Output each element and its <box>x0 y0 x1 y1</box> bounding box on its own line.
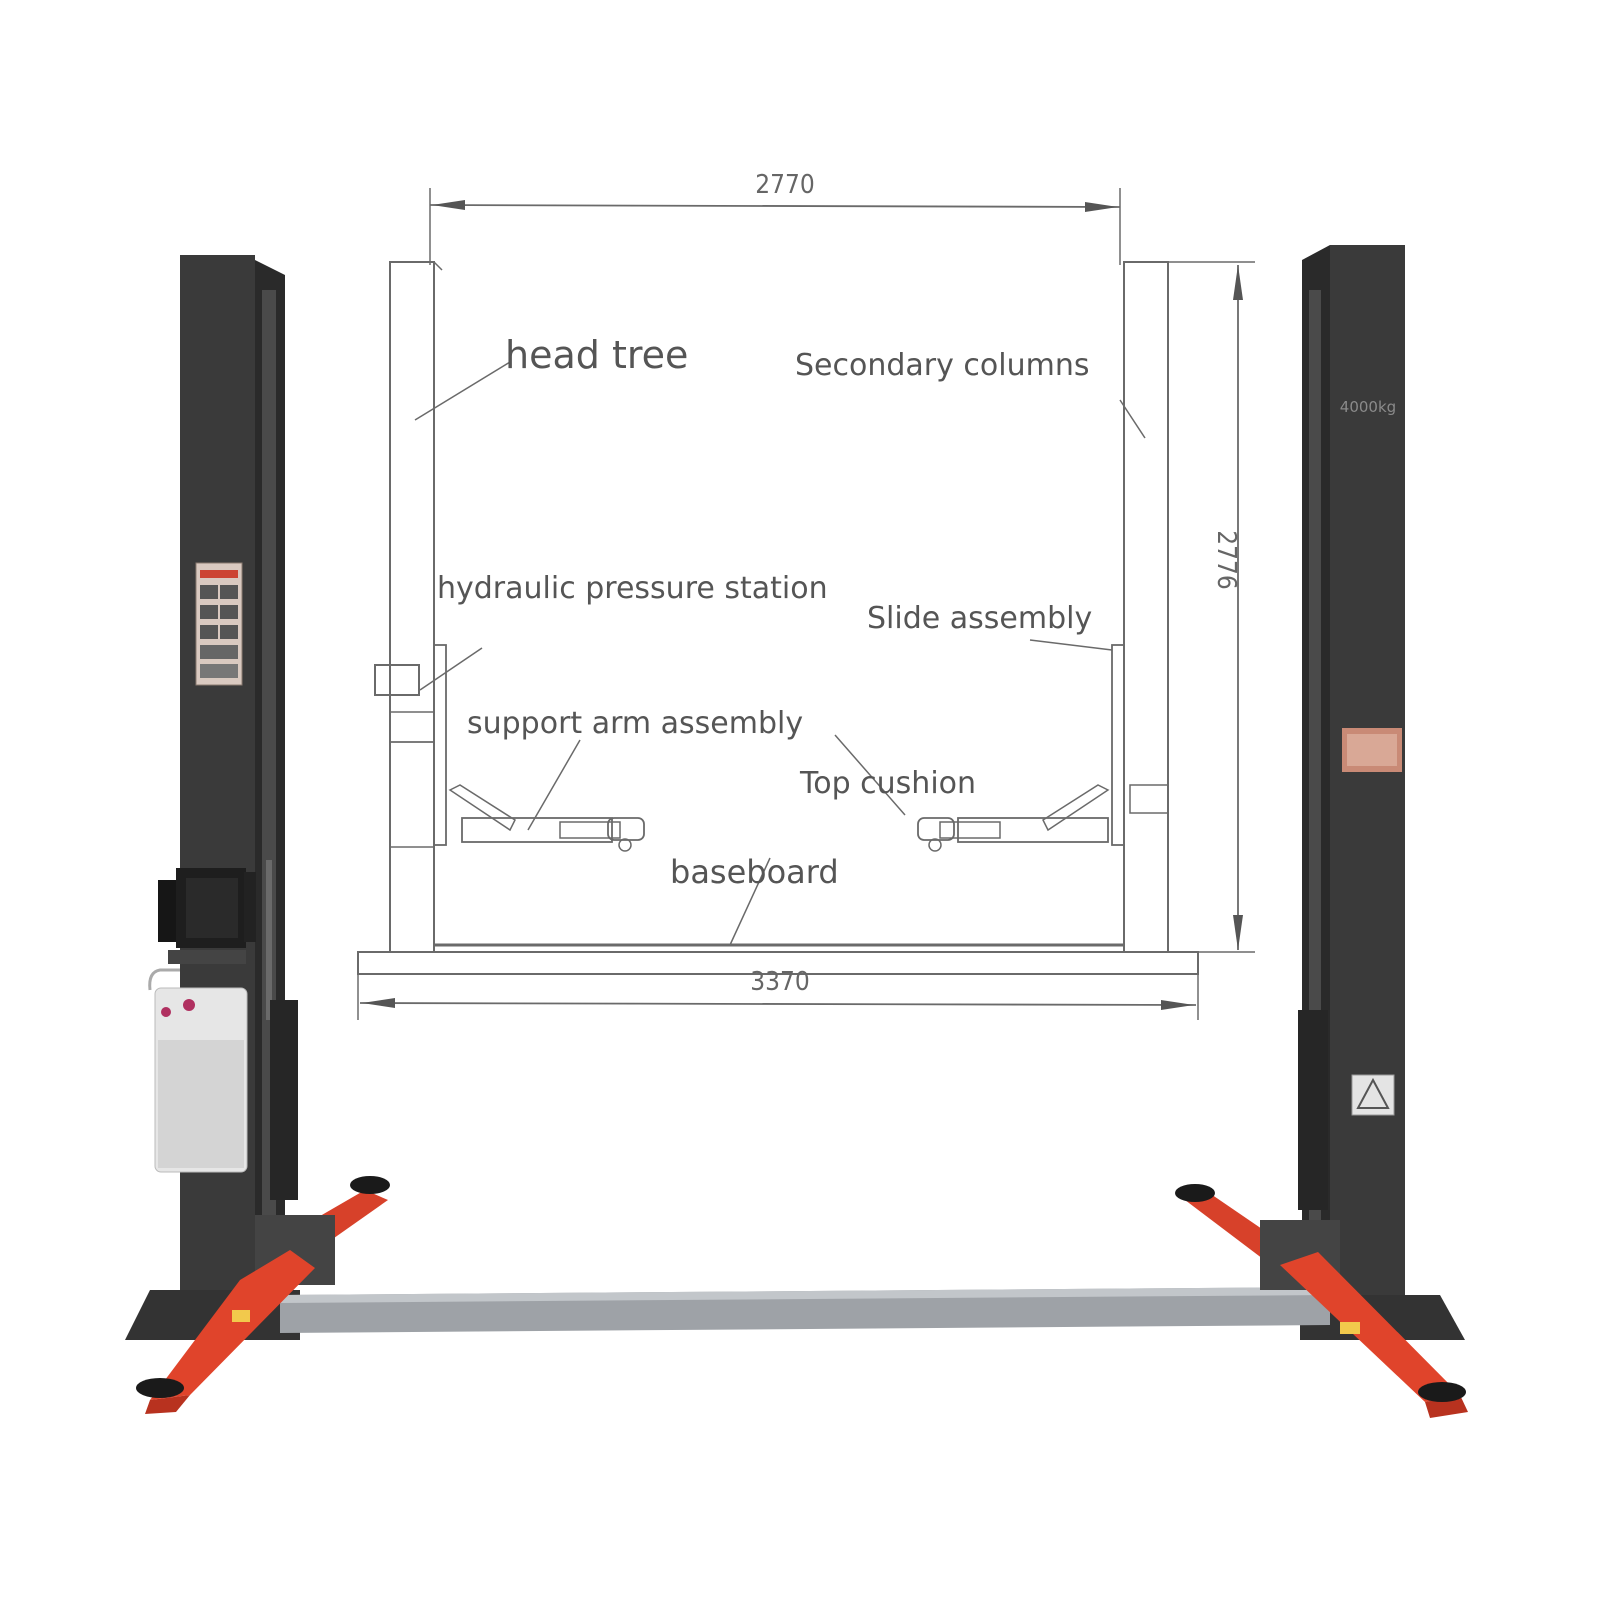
label-hydraulic-station: hydraulic pressure station <box>437 571 828 606</box>
label-slide-assembly: Slide assembly <box>867 601 1092 636</box>
technical-drawing: 2770 2776 3370 <box>357 170 1255 1020</box>
capacity-label: 4000kg <box>1340 398 1396 416</box>
right-column: 4000kg <box>1298 245 1465 1340</box>
info-plate-icon <box>1342 728 1402 772</box>
oil-tank-icon <box>148 968 248 1173</box>
label-support-arm: support arm assembly <box>467 706 803 741</box>
floor-plate <box>280 1287 1330 1333</box>
label-baseboard: baseboard <box>670 853 839 891</box>
drawing-left-arm <box>448 784 645 852</box>
warning-triangle-icon <box>1351 1074 1395 1116</box>
label-top-cushion: Top cushion <box>799 766 976 801</box>
warning-sticker-icon <box>195 562 243 686</box>
left-column <box>125 255 300 1340</box>
dimension-outer-width: 3370 <box>750 967 810 997</box>
left-support-arms <box>136 1176 390 1414</box>
label-secondary-columns: Secondary columns <box>795 348 1089 383</box>
drawing-right-arm <box>917 784 1110 852</box>
hydraulic-motor-icon <box>158 868 256 964</box>
dimension-height: 2776 <box>1211 530 1241 590</box>
dimension-inner-width: 2770 <box>755 170 815 200</box>
label-head-tree: head tree <box>505 333 688 377</box>
right-support-arms <box>1175 1184 1468 1418</box>
